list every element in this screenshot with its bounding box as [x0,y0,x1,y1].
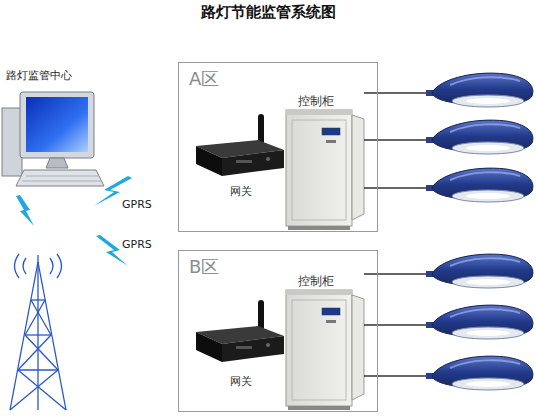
node-label: 网关 [195,374,287,389]
diagram-title: 路灯节能监管系统图 [0,3,536,22]
zone-label: A区 [189,67,219,91]
zone-box: A区网关 控制柜 [178,62,378,232]
node-label: 控制柜 [298,273,334,290]
control-cabinet: 控制柜 [284,93,368,231]
node-label: 控制柜 [298,93,334,110]
node-label: 网关 [195,184,287,199]
gateway-device: 网关 [195,299,287,391]
control-cabinet: 控制柜 [284,273,368,411]
zone-box: B区网关 控制柜 [178,250,378,412]
gateway-device: 网关 [195,113,287,201]
monitor-center: 路灯监管中心 [2,68,114,188]
signal-label: GPRS [122,198,152,211]
zone-label: B区 [189,255,219,279]
node-label: 路灯监管中心 [6,68,72,83]
signal-label: GPRS [122,238,152,251]
